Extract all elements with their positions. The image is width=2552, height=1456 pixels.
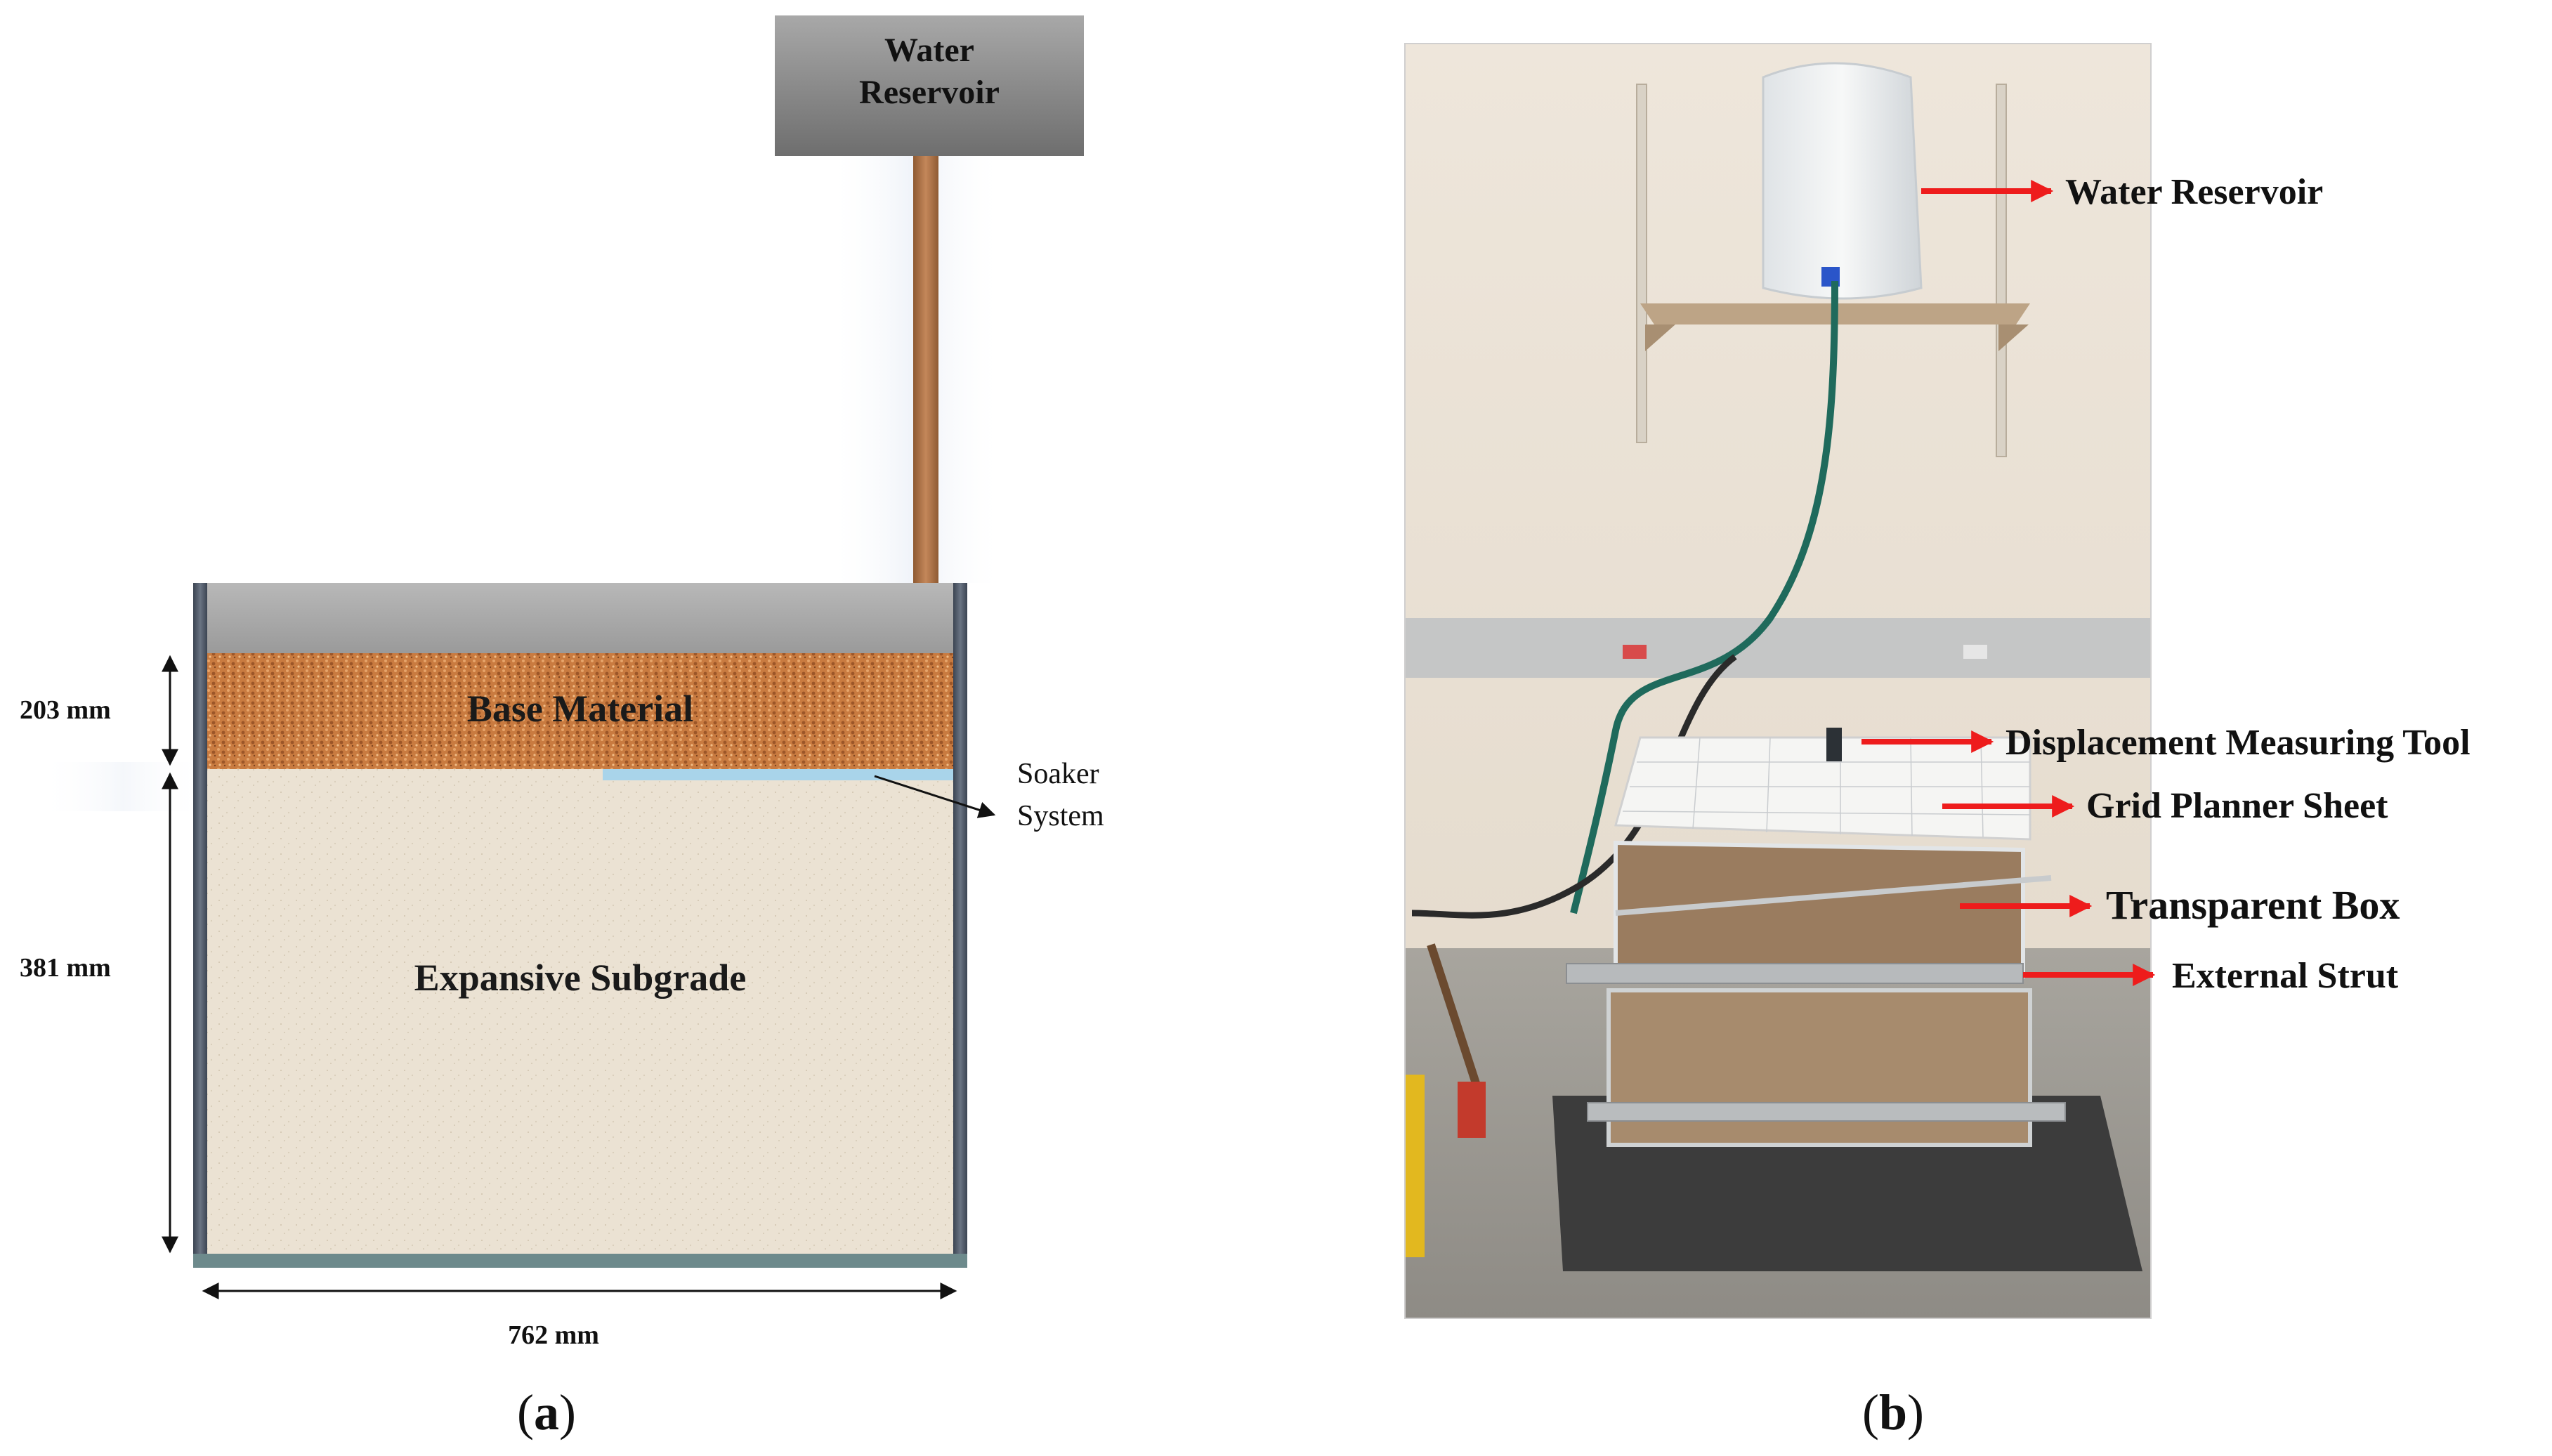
shelf-rail-left	[1636, 84, 1647, 443]
broom-head	[1458, 1082, 1486, 1138]
label-transparent-box: Transparent Box	[2106, 882, 2400, 928]
photo-frame	[1404, 43, 2152, 1319]
dim-subgrade-label: 381 mm	[20, 953, 111, 983]
water-reservoir-label-line1: Water	[884, 32, 974, 69]
outlet-left	[1623, 645, 1647, 659]
soaker-label-line2: System	[1017, 800, 1104, 832]
dim-width-label: 762 mm	[508, 1320, 599, 1350]
caption-b: (b)	[1862, 1384, 1924, 1441]
dim-base-label: 203 mm	[20, 695, 111, 725]
outlet-right	[1963, 645, 1987, 659]
box-left-wall	[193, 583, 207, 1268]
caption-a-letter: a	[534, 1384, 559, 1441]
water-reservoir-label-line2: Reservoir	[859, 74, 1000, 111]
shelf-bracket-left	[1645, 324, 1675, 351]
external-strut	[1566, 963, 2024, 984]
label-water-reservoir: Water Reservoir	[2065, 172, 2323, 212]
shelf-rail-right	[1996, 84, 2007, 457]
label-displacement-tool: Displacement Measuring Tool	[2005, 723, 2471, 763]
box-cover	[207, 583, 953, 653]
feed-pipe	[913, 156, 938, 584]
caption-b-letter: b	[1879, 1384, 1907, 1441]
box-right-wall	[953, 583, 967, 1268]
grid-lines	[1622, 737, 2031, 838]
water-reservoir-box: Water Reservoir	[775, 15, 1084, 156]
broom-handle	[1427, 943, 1483, 1094]
caption-a: (a)	[517, 1384, 576, 1441]
expansive-subgrade-label: Expansive Subgrade	[414, 957, 747, 999]
power-cord	[1411, 654, 1737, 919]
box-bottom-plate	[193, 1254, 967, 1268]
supply-hose	[1570, 280, 1838, 914]
expansive-subgrade-layer	[207, 769, 953, 1254]
base-material-layer	[207, 653, 953, 769]
water-jug	[1762, 62, 1923, 300]
soaker-hose	[603, 769, 953, 780]
grid-planner-sheet	[1614, 736, 2031, 841]
displacement-tool	[1826, 728, 1842, 761]
shelf-bracket-right	[1998, 324, 2029, 351]
label-grid-sheet: Grid Planner Sheet	[2086, 786, 2388, 826]
panel-a-schematic: Water Reservoir Base Material Expansive …	[20, 15, 1104, 1441]
transparent-box-rod	[1615, 875, 2052, 916]
external-strut-lower	[1587, 1102, 2066, 1122]
soaker-label-line1: Soaker	[1017, 758, 1099, 790]
electrical-strip	[1405, 618, 2151, 678]
base-material-label: Base Material	[467, 688, 693, 730]
soaker-backdrop-left	[39, 762, 207, 811]
soaker-leader-arrow	[874, 775, 996, 818]
bucket	[1405, 1075, 1425, 1257]
label-external-strut: External Strut	[2172, 956, 2399, 996]
panel-b-photo: Water Reservoir Displacement Measuring T…	[1404, 43, 2471, 1441]
